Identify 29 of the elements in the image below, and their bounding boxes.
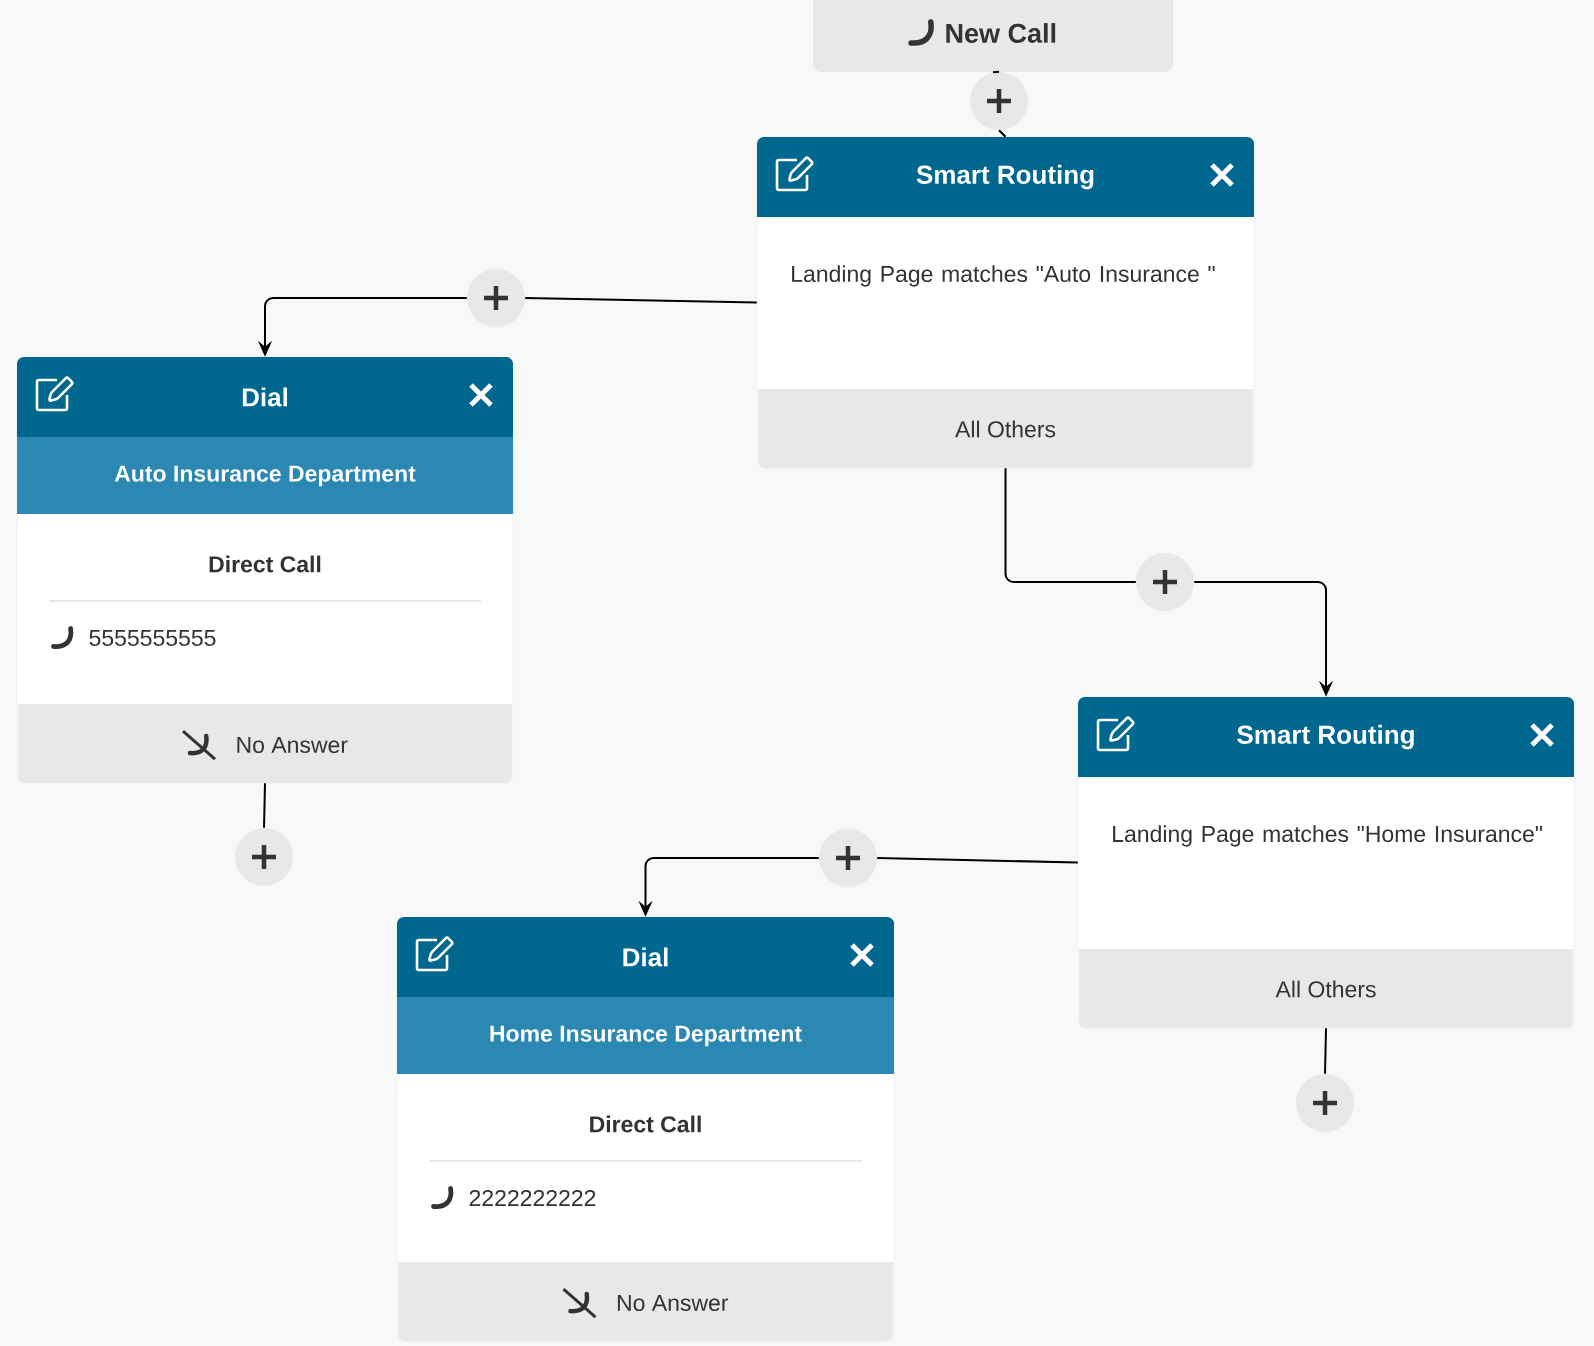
phone-number: 2222222222 bbox=[469, 1190, 596, 1207]
card-footer: No Answer bbox=[398, 1262, 893, 1341]
connector bbox=[1324, 1027, 1327, 1075]
connector bbox=[998, 129, 1007, 138]
add-button bbox=[970, 72, 1028, 130]
connector bbox=[876, 857, 1079, 864]
dial-type: Direct Call bbox=[590, 1115, 701, 1133]
condition-text: Landing Page matches "Home Insurance" bbox=[1113, 825, 1542, 847]
add-button bbox=[819, 829, 877, 887]
connector bbox=[992, 70, 1000, 74]
card-header: Smart Routing bbox=[757, 137, 1254, 217]
department-band: Auto Insurance Department bbox=[17, 437, 513, 514]
phone-number: 5555555555 bbox=[89, 630, 216, 647]
connector bbox=[263, 782, 266, 829]
card-footer: All Others bbox=[758, 389, 1253, 468]
card-header: Dial bbox=[397, 917, 894, 997]
condition-text: Landing Page matches "Auto Insurance " bbox=[792, 265, 1215, 287]
add-button bbox=[235, 828, 293, 886]
connector bbox=[1004, 467, 1137, 583]
card-footer: No Answer bbox=[18, 704, 512, 783]
card-header: Dial bbox=[17, 357, 513, 437]
card-footer: All Others bbox=[1079, 949, 1573, 1028]
add-button bbox=[1136, 553, 1194, 611]
card-header: Smart Routing bbox=[1078, 697, 1574, 777]
connector bbox=[524, 297, 758, 304]
add-button bbox=[467, 269, 525, 327]
add-button bbox=[1296, 1074, 1354, 1132]
dial-type: Direct Call bbox=[209, 555, 321, 573]
department-band: Home Insurance Department bbox=[397, 997, 894, 1074]
